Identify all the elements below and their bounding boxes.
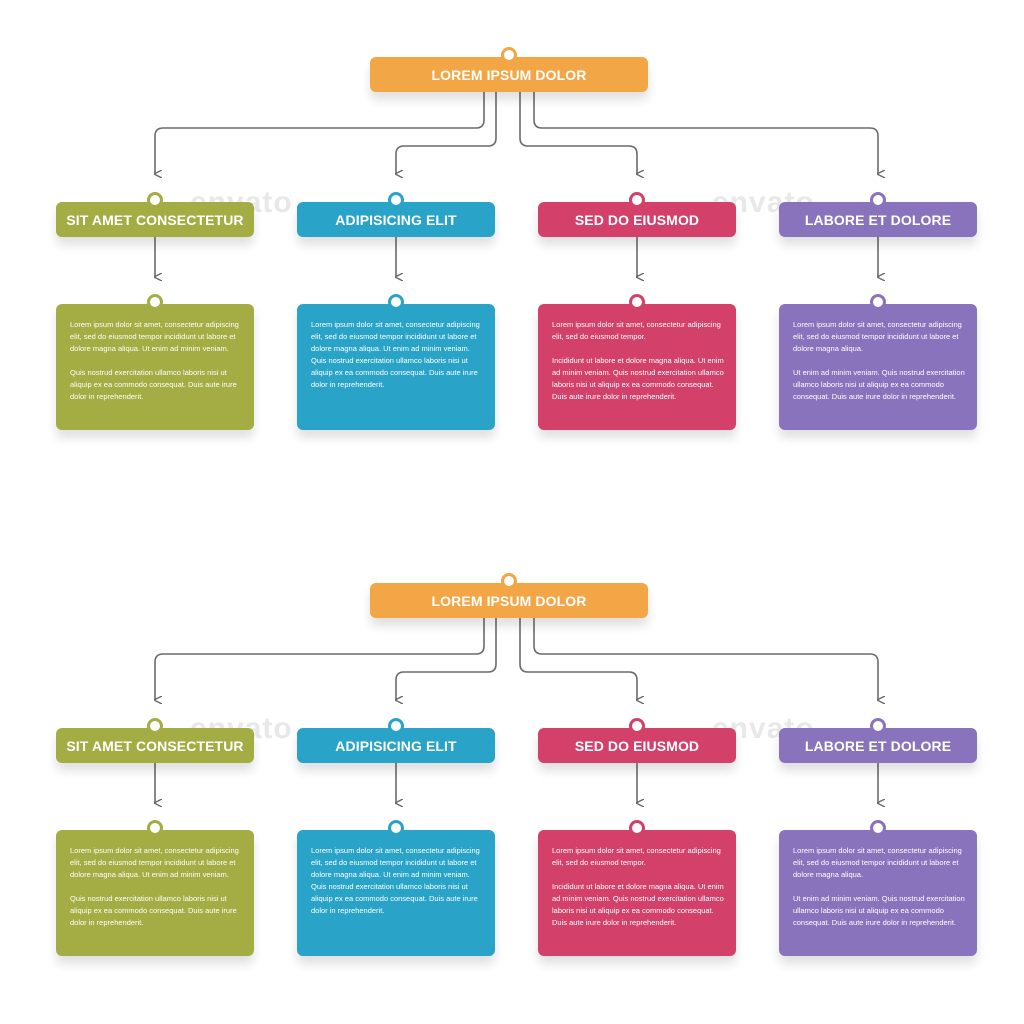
connector-dot bbox=[870, 294, 886, 310]
description-paragraph: Lorem ipsum dolor sit amet, consectetur … bbox=[311, 320, 480, 389]
root-node: LOREM IPSUM DOLOR bbox=[370, 47, 648, 92]
connector-dot bbox=[388, 192, 404, 208]
category-node: ADIPISICING ELIT bbox=[297, 192, 495, 237]
connector-to-cat-3 bbox=[519, 92, 637, 174]
root-node: LOREM IPSUM DOLOR bbox=[370, 573, 648, 618]
description-box: Lorem ipsum dolor sit amet, consectetur … bbox=[779, 820, 977, 956]
description-box: Lorem ipsum dolor sit amet, consectetur … bbox=[538, 820, 736, 956]
description-paragraph: Lorem ipsum dolor sit amet, consectetur … bbox=[552, 846, 721, 867]
connector-dot bbox=[388, 718, 404, 734]
connector-to-cat-1 bbox=[155, 618, 485, 700]
connector-to-cat-1 bbox=[155, 92, 485, 174]
connector-to-cat-4 bbox=[533, 618, 878, 700]
description-box: Lorem ipsum dolor sit amet, consectetur … bbox=[297, 294, 495, 430]
description-paragraph: Lorem ipsum dolor sit amet, consectetur … bbox=[793, 320, 962, 353]
connector-to-cat-3 bbox=[519, 618, 637, 700]
connector-dot bbox=[147, 192, 163, 208]
description-box: Lorem ipsum dolor sit amet, consectetur … bbox=[297, 820, 495, 956]
category-label: SED DO EIUSMOD bbox=[574, 737, 700, 754]
root-node-label: LOREM IPSUM DOLOR bbox=[431, 592, 587, 609]
connector-to-cat-4 bbox=[533, 92, 878, 174]
category-node: SIT AMET CONSECTETUR bbox=[56, 192, 254, 237]
description-box: Lorem ipsum dolor sit amet, consectetur … bbox=[779, 294, 977, 430]
connector-dot bbox=[870, 192, 886, 208]
category-node: ADIPISICING ELIT bbox=[297, 718, 495, 763]
connector-dot bbox=[388, 820, 404, 836]
org-chart-bottom: envato envato LOREM IPSUM DOLOR SIT AMET… bbox=[0, 566, 1024, 996]
description-paragraph: Lorem ipsum dolor sit amet, consectetur … bbox=[552, 320, 721, 341]
connector-dot bbox=[629, 192, 645, 208]
org-chart-top: envato envato LOREM IPSUM DOLOR SIT AMET… bbox=[0, 40, 1024, 470]
description-paragraph: Lorem ipsum dolor sit amet, consectetur … bbox=[311, 846, 480, 915]
description-box: Lorem ipsum dolor sit amet, consectetur … bbox=[56, 294, 254, 430]
connector-dot bbox=[147, 294, 163, 310]
root-node-label: LOREM IPSUM DOLOR bbox=[431, 66, 587, 83]
category-node: LABORE ET DOLORE bbox=[779, 718, 977, 763]
category-label: SIT AMET CONSECTETUR bbox=[66, 737, 244, 754]
category-label: ADIPISICING ELIT bbox=[335, 211, 457, 228]
connector-dot bbox=[629, 294, 645, 310]
category-node: LABORE ET DOLORE bbox=[779, 192, 977, 237]
category-label: LABORE ET DOLORE bbox=[804, 737, 952, 754]
category-label: LABORE ET DOLORE bbox=[804, 211, 952, 228]
category-label: SED DO EIUSMOD bbox=[574, 211, 700, 228]
connector-lines bbox=[0, 618, 1024, 996]
connector-lines bbox=[0, 92, 1024, 470]
connector-dot bbox=[501, 47, 517, 63]
description-paragraph: Ut enim ad minim veniam. Quis nostrud ex… bbox=[793, 894, 965, 927]
description-box: Lorem ipsum dolor sit amet, consectetur … bbox=[538, 294, 736, 430]
description-paragraph: Lorem ipsum dolor sit amet, consectetur … bbox=[70, 846, 239, 879]
description-paragraph: Lorem ipsum dolor sit amet, consectetur … bbox=[70, 320, 239, 353]
description-paragraph: Quis nostrud exercitation ullamco labori… bbox=[70, 894, 237, 927]
description-box: Lorem ipsum dolor sit amet, consectetur … bbox=[56, 820, 254, 956]
category-node: SIT AMET CONSECTETUR bbox=[56, 718, 254, 763]
connector-dot bbox=[870, 820, 886, 836]
connector-dot bbox=[147, 718, 163, 734]
connector-dot bbox=[629, 718, 645, 734]
description-paragraph: Quis nostrud exercitation ullamco labori… bbox=[70, 368, 237, 401]
connector-dot bbox=[629, 820, 645, 836]
connector-dot bbox=[870, 718, 886, 734]
category-node: SED DO EIUSMOD bbox=[538, 192, 736, 237]
connector-to-cat-2 bbox=[396, 92, 497, 174]
category-node: SED DO EIUSMOD bbox=[538, 718, 736, 763]
connector-to-cat-2 bbox=[396, 618, 497, 700]
description-paragraph: Lorem ipsum dolor sit amet, consectetur … bbox=[793, 846, 962, 879]
category-label: SIT AMET CONSECTETUR bbox=[66, 211, 244, 228]
category-label: ADIPISICING ELIT bbox=[335, 737, 457, 754]
description-paragraph: Ut enim ad minim veniam. Quis nostrud ex… bbox=[793, 368, 965, 401]
connector-dot bbox=[147, 820, 163, 836]
description-paragraph: Incididunt ut labore et dolore magna ali… bbox=[552, 356, 724, 401]
connector-dot bbox=[388, 294, 404, 310]
connector-dot bbox=[501, 573, 517, 589]
description-paragraph: Incididunt ut labore et dolore magna ali… bbox=[552, 882, 724, 927]
